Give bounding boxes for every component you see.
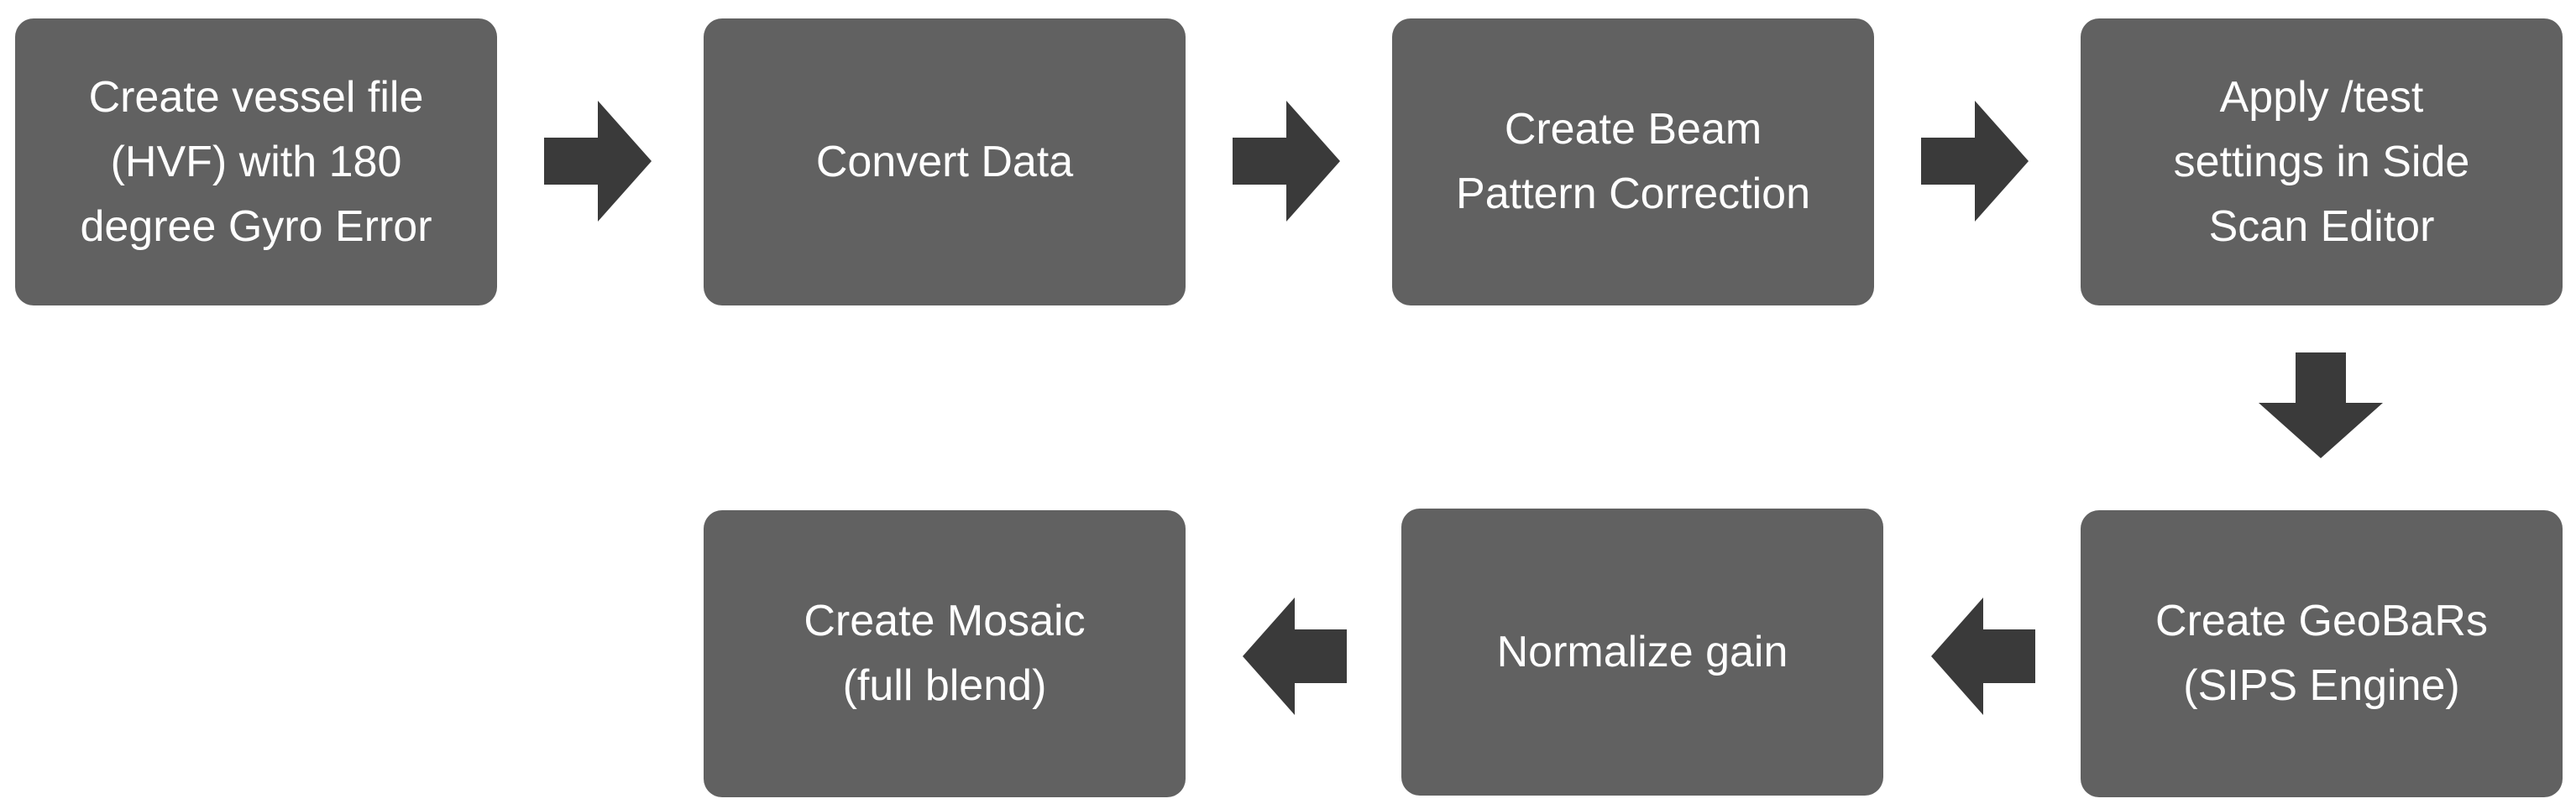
arrow-right-icon xyxy=(1921,101,2029,222)
step-line: degree Gyro Error xyxy=(80,201,432,251)
step-line: Convert Data xyxy=(815,137,1074,186)
step-create-mosaic: Create Mosaic (full blend) xyxy=(704,510,1186,797)
step-line: (SIPS Engine) xyxy=(2183,661,2460,710)
step-line: Scan Editor xyxy=(2208,201,2435,251)
step-create-geobars: Create GeoBaRs (SIPS Engine) xyxy=(2081,510,2563,797)
arrow-right-icon xyxy=(1233,101,1340,222)
step-line: Create Beam xyxy=(1504,105,1762,154)
step-create-beam-pattern-correction: Create Beam Pattern Correction xyxy=(1392,18,1874,305)
step-line: Normalize gain xyxy=(1496,627,1788,676)
step-line: Create GeoBaRs xyxy=(2155,597,2488,645)
arrow-right-icon xyxy=(544,101,652,222)
step-normalize-gain: Normalize gain xyxy=(1401,509,1883,796)
step-line: Create Mosaic xyxy=(804,597,1086,645)
step-line: Apply /test xyxy=(2219,72,2424,122)
step-label: Normalize gain xyxy=(1497,620,1788,685)
step-label: Apply /test settings in Side Scan Editor xyxy=(2174,65,2470,259)
step-label: Create vessel file (HVF) with 180 degree… xyxy=(80,65,432,259)
step-create-vessel-file: Create vessel file (HVF) with 180 degree… xyxy=(15,18,497,305)
step-label: Create Beam Pattern Correction xyxy=(1456,97,1810,227)
arrow-down-icon xyxy=(2259,352,2383,458)
step-label: Create Mosaic (full blend) xyxy=(804,589,1085,718)
step-line: settings in Side xyxy=(2173,137,2470,186)
step-line: (HVF) with 180 xyxy=(110,137,402,186)
step-line: Create vessel file xyxy=(88,72,424,122)
step-line: Pattern Correction xyxy=(1456,170,1810,218)
arrow-left-icon xyxy=(1243,598,1347,715)
step-convert-data: Convert Data xyxy=(704,18,1186,305)
step-label: Create GeoBaRs (SIPS Engine) xyxy=(2155,589,2488,718)
step-apply-test-settings: Apply /test settings in Side Scan Editor xyxy=(2081,18,2563,305)
arrow-left-icon xyxy=(1931,598,2035,715)
step-label: Convert Data xyxy=(816,130,1073,195)
step-line: (full blend) xyxy=(842,661,1047,710)
